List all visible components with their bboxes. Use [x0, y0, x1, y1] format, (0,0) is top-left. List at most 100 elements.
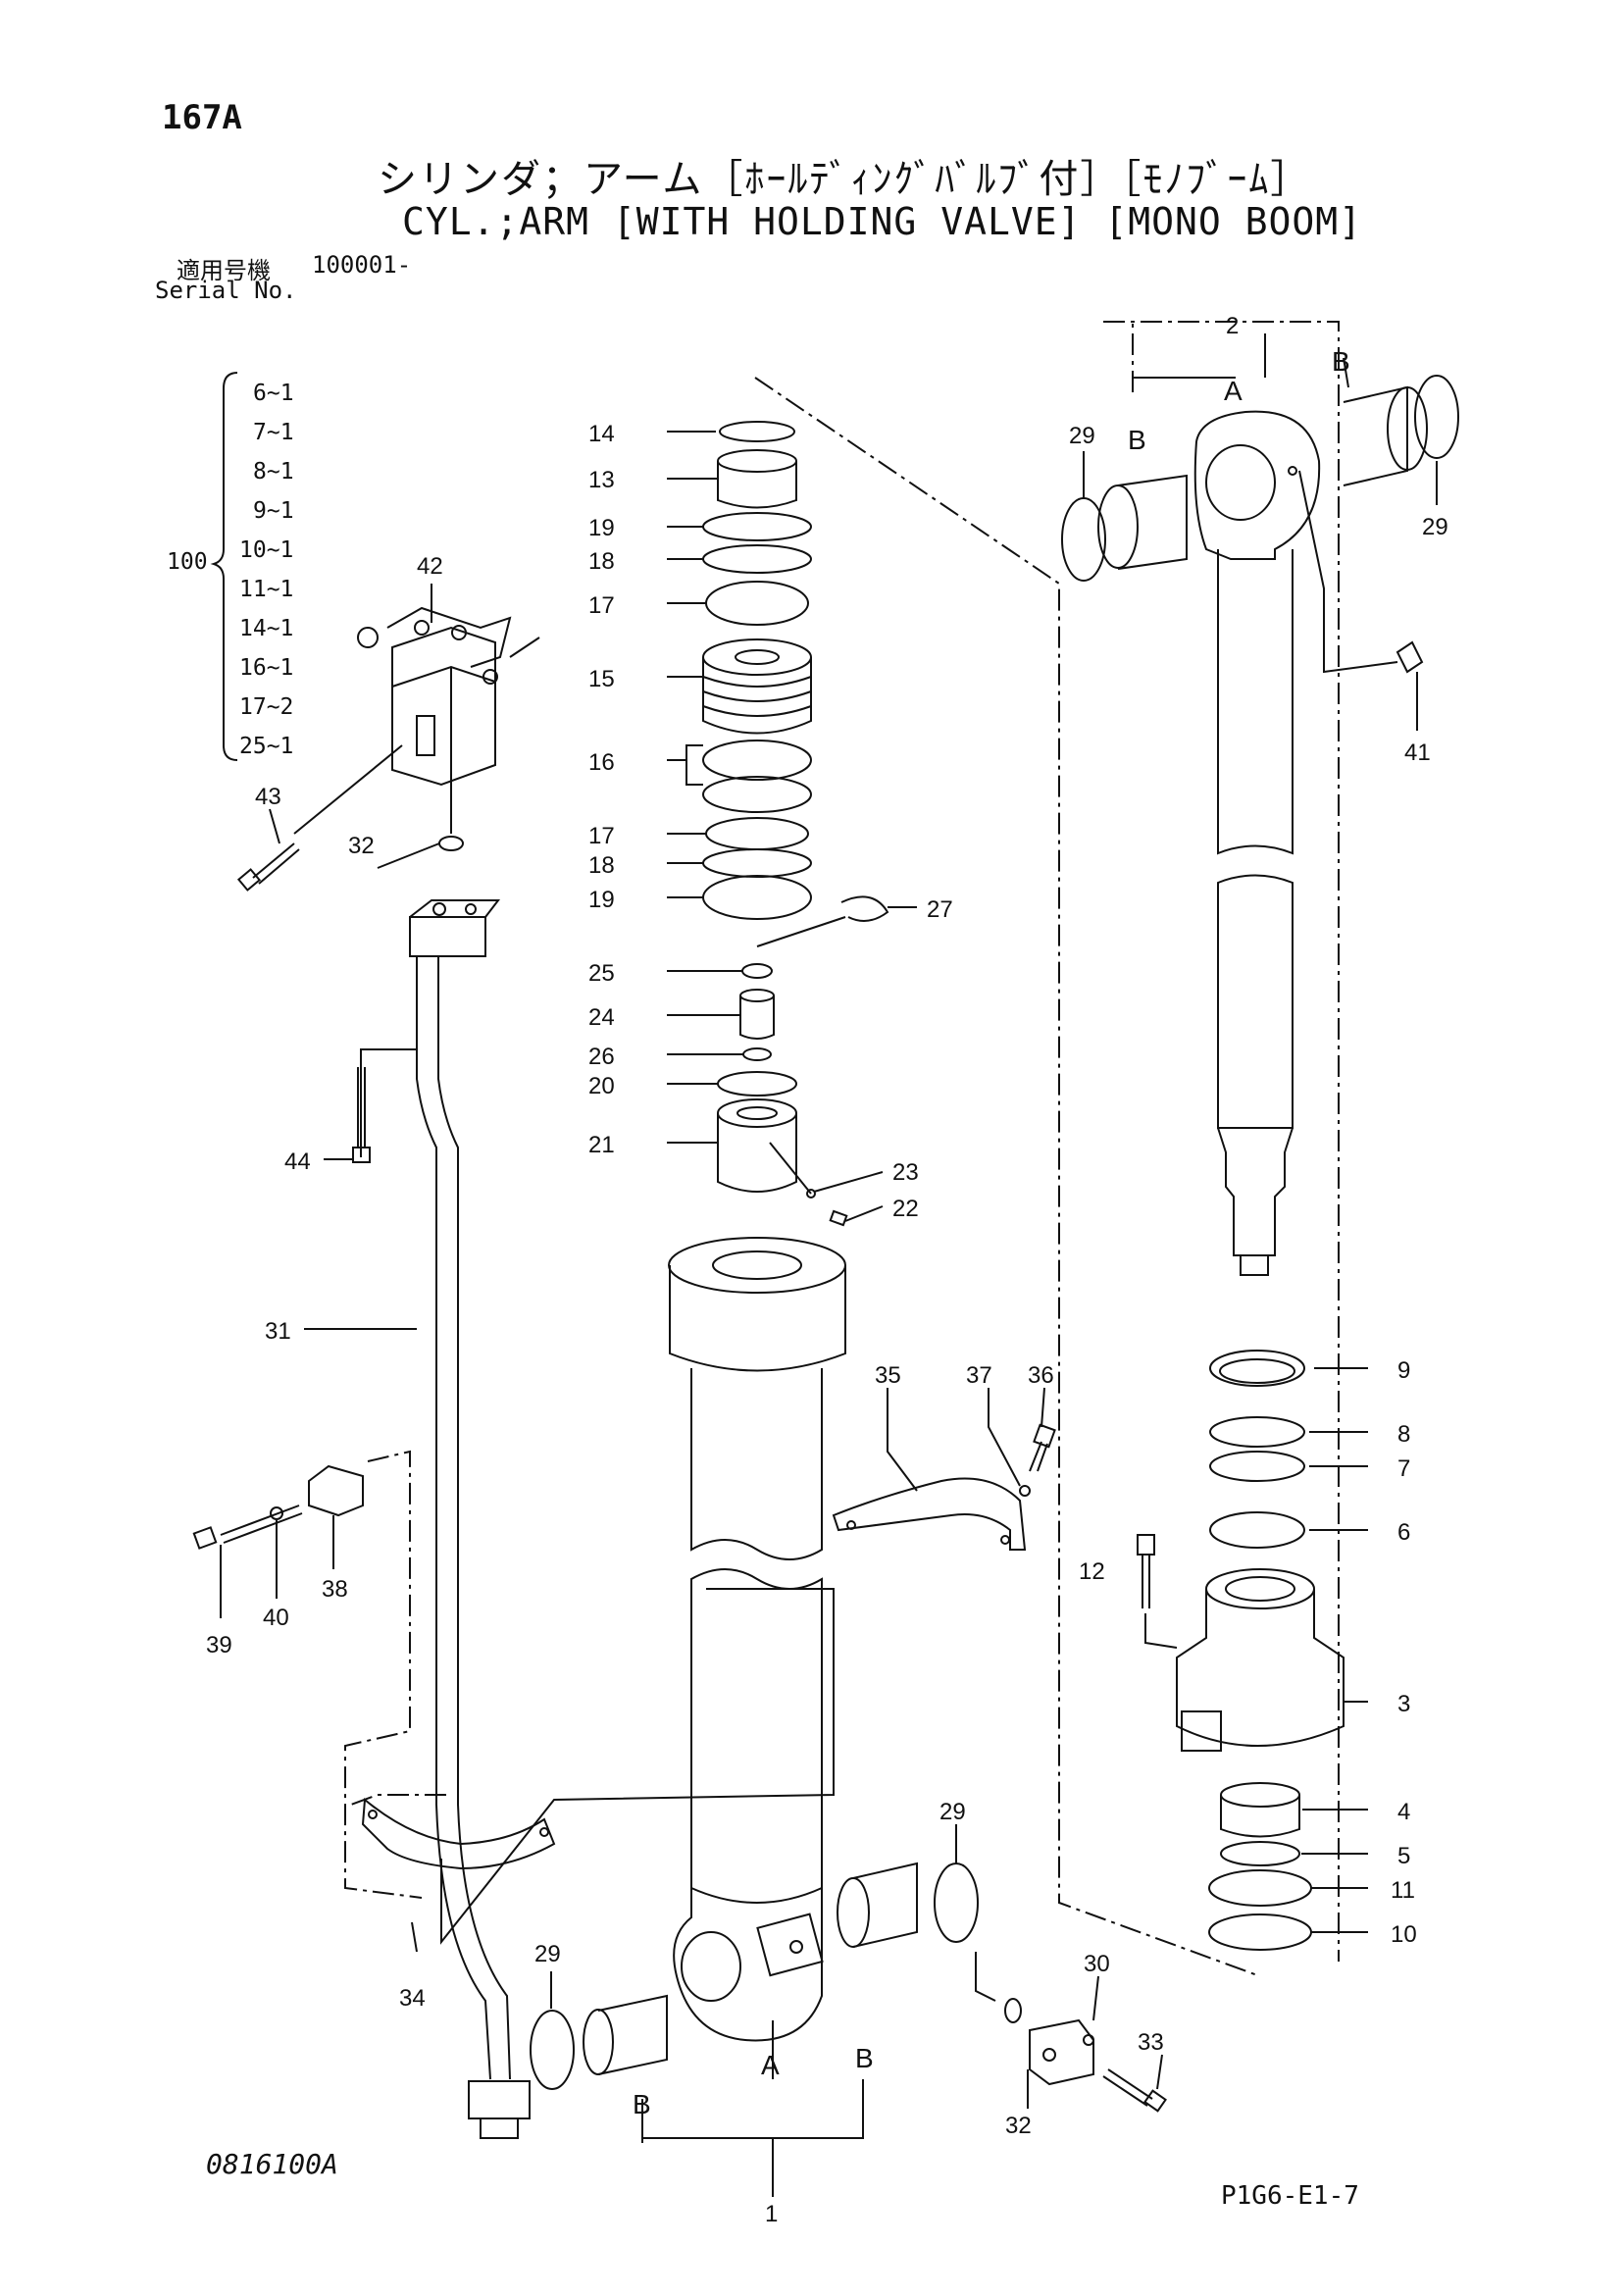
serial-label-english: Serial No.: [155, 277, 297, 304]
drawing-number: 0816100A: [206, 2148, 338, 2180]
ball-23: [806, 1189, 816, 1199]
ring-10: [1208, 1913, 1312, 1951]
rod-head-3: [1176, 1589, 1345, 1747]
ring-17-bot: [705, 817, 809, 850]
oring-32-bot: [1004, 1998, 1022, 2023]
hose-boundary: [344, 1450, 423, 1899]
leader-lines: [269, 333, 1438, 2109]
ring-26: [742, 1047, 772, 1061]
callout-42: 42: [417, 553, 443, 580]
tube-upper: [690, 1368, 823, 1560]
callout-14: 14: [588, 421, 615, 447]
ring-19-top: [702, 512, 812, 541]
callout-4: 4: [1397, 1799, 1410, 1825]
kit-item: 7~1: [253, 420, 294, 445]
snap-ring-27: [840, 895, 889, 922]
seal-29-topright: [1414, 375, 1459, 459]
holding-valve-42: [391, 626, 496, 787]
callout-18b: 18: [588, 852, 615, 879]
callout-38: 38: [322, 1576, 348, 1603]
callout-10: 10: [1391, 1921, 1417, 1948]
kit-item: 9~1: [253, 498, 294, 524]
callout-40: 40: [263, 1605, 289, 1631]
callout-32-top: 32: [348, 833, 375, 859]
callout-44: 44: [284, 1148, 311, 1175]
ring-20: [717, 1071, 797, 1097]
title-english: CYL.;ARM [WITH HOLDING VALVE] [MONO BOOM…: [402, 200, 1362, 243]
clamp-34: [361, 1797, 556, 1870]
callout-5: 5: [1397, 1843, 1410, 1869]
oring-32-top: [438, 836, 464, 851]
callout-43: 43: [255, 784, 281, 810]
marker-a-top: A: [1224, 376, 1243, 406]
callout-26: 26: [588, 1044, 615, 1070]
rod-upper: [1217, 549, 1294, 855]
ring-25: [741, 963, 773, 979]
callout-27: 27: [927, 896, 953, 923]
callout-7: 7: [1397, 1455, 1410, 1482]
callout-19: 19: [588, 515, 615, 541]
callout-31: 31: [265, 1318, 291, 1345]
rod-end: [1217, 1127, 1294, 1256]
bushing-B-left: [1117, 474, 1188, 570]
callout-16: 16: [588, 749, 615, 776]
page-code: 167A: [162, 98, 242, 137]
page-reference: P1G6-E1-7: [1221, 2181, 1359, 2211]
callout-12: 12: [1079, 1558, 1105, 1585]
block-38: [308, 1464, 364, 1517]
callout-36: 36: [1028, 1362, 1054, 1389]
kit-item: 17~2: [239, 694, 294, 720]
head-21: [717, 1113, 797, 1193]
callout-20: 20: [588, 1073, 615, 1099]
washer-40: [270, 1506, 283, 1520]
callout-13: 13: [588, 467, 615, 493]
callout-29-mid: 29: [939, 1799, 966, 1825]
bolt-44: [357, 1067, 366, 1148]
callout-32-bot: 32: [1005, 2113, 1032, 2139]
callout-23: 23: [892, 1159, 919, 1186]
piston-15: [702, 657, 812, 735]
callout-3: 3: [1397, 1691, 1410, 1717]
callout-8: 8: [1397, 1421, 1410, 1448]
fitting-pipe-bottom: [468, 2080, 531, 2139]
screw-22: [829, 1209, 848, 1227]
marker-a-bottom: A: [761, 2050, 780, 2080]
washer-37: [1019, 1485, 1031, 1497]
callout-35: 35: [875, 1362, 901, 1389]
tube-flange: [669, 1265, 846, 1372]
callout-19b: 19: [588, 887, 615, 913]
ring-18-top: [702, 544, 812, 574]
callout-11: 11: [1391, 1877, 1415, 1904]
kit-item: 16~1: [239, 655, 294, 681]
bolt-36: [1029, 1441, 1048, 1472]
serial-label-japanese: 適用号機: [177, 258, 271, 284]
ring-6: [1209, 1511, 1305, 1549]
kit-item: 10~1: [239, 537, 294, 563]
callout-6: 6: [1397, 1519, 1410, 1546]
tube-eye: [673, 1888, 823, 2042]
assembly-boundary: [350, 321, 1340, 1977]
nut-24: [739, 995, 775, 1040]
kit-number: 100: [167, 549, 208, 575]
callout-37: 37: [966, 1362, 992, 1389]
callout-18: 18: [588, 548, 615, 575]
bolt-39: [220, 1505, 303, 1544]
marker-b-bottom-left: B: [633, 2089, 651, 2119]
bushing-4: [1220, 1795, 1300, 1838]
bushing-B-right: [1343, 385, 1408, 486]
callout-34: 34: [399, 1985, 426, 2012]
kit-item: 11~1: [239, 577, 294, 602]
ring-7: [1209, 1451, 1305, 1482]
ring-16-a: [702, 740, 812, 781]
callout-39: 39: [206, 1632, 232, 1658]
rod-eye-2: [1193, 410, 1321, 560]
callout-15: 15: [588, 666, 615, 692]
marker-b-top-left: B: [1128, 425, 1146, 455]
kit-brace: [210, 372, 238, 761]
kit-item: 14~1: [239, 616, 294, 641]
callout-21: 21: [588, 1132, 615, 1158]
seal-29-left: [530, 2010, 575, 2090]
bolt-33: [1102, 2068, 1153, 2107]
pipe-31: [416, 956, 491, 2080]
marker-b-top-right: B: [1332, 346, 1350, 377]
